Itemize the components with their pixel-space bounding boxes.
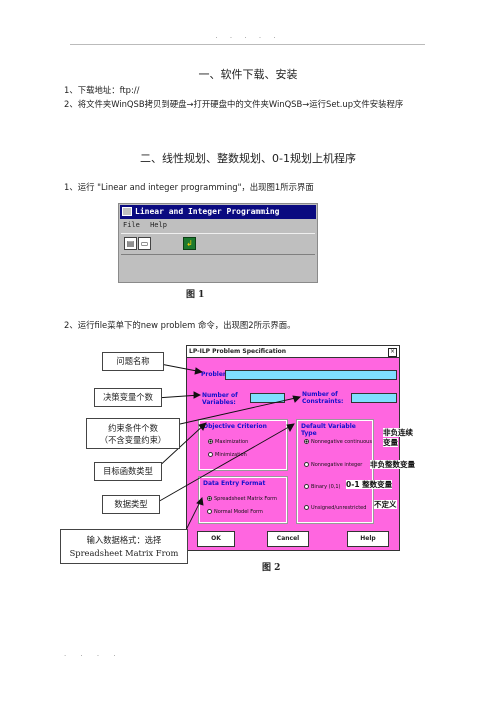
close-icon[interactable]: × [388, 348, 397, 357]
line-datatype [155, 423, 295, 504]
section2-title: 二、线性规划、整数规划、0-1规划上机程序 [140, 152, 356, 165]
problem-title-label: Problem Title: [201, 371, 249, 378]
fig1-caption: 图 1 [186, 290, 205, 300]
radio-spreadsheet[interactable]: Spreadsheet Matrix Form [207, 496, 277, 502]
page-footer-dots: · · · · [64, 652, 122, 660]
note-continuous-2: 变量 [383, 438, 398, 447]
num-vars-input[interactable] [250, 393, 285, 403]
num-vars-label-1: Number of [202, 392, 238, 399]
run-icon[interactable]: ↲ [183, 237, 196, 250]
radio-unrestricted[interactable]: Unsigned/unrestricted [304, 505, 366, 511]
num-cons-input[interactable] [351, 393, 397, 403]
vartype-title: Default Variable Type [301, 423, 356, 437]
callout-num-vars: 决策变量个数 [94, 388, 162, 407]
help-button[interactable]: Help [347, 531, 389, 547]
install-line: 2、将文件夹WinQSB拷贝到硬盘→打开硬盘中的文件夹WinQSB→运行Set.… [64, 99, 404, 109]
callout-num-cons: 约束条件个数 （不含变量约束） [86, 418, 180, 449]
line-num-vars [155, 394, 201, 399]
page-header-dots: · · · · · [215, 34, 281, 42]
cancel-button[interactable]: Cancel [267, 531, 309, 547]
app-window-icon [122, 207, 132, 216]
callout-objective-type: 目标函数类型 [94, 462, 162, 481]
callout-num-cons-line1: 约束条件个数 [108, 423, 158, 433]
num-cons-label-1: Number of [302, 391, 338, 398]
num-vars-label-2: Variables: [202, 399, 236, 406]
callout-input-format-line1: 输入数据格式：选择 [86, 535, 162, 545]
step1-text: 1、运行 "Linear and integer programming"，出现… [64, 182, 314, 192]
dialog-title: LP-ILP Problem Specification [189, 348, 287, 355]
ok-button[interactable]: OK [197, 531, 235, 547]
radio-minimization[interactable]: Minimization [208, 452, 247, 458]
radio-nonneg-continuous[interactable]: Nonnegative continuous [304, 439, 372, 445]
callout-input-format-line2: Spreadsheet Matrix From [69, 548, 179, 558]
variable-type-panel: Default Variable Type Nonnegative contin… [296, 419, 374, 524]
format-title: Data Entry Format [203, 480, 266, 487]
objective-title: Objective Criterion [203, 423, 267, 430]
line-num-cons [179, 396, 301, 425]
callout-num-cons-line2: （不含变量约束） [99, 435, 167, 445]
num-cons-label-2: Constraints: [302, 398, 344, 405]
line-objective [154, 422, 207, 471]
step2-text: 2、运行file菜单下的new problem 命令，出现图2所示界面。 [64, 320, 296, 330]
radio-maximization[interactable]: Maximization [208, 439, 248, 445]
note-continuous-1: 非负连续 [383, 428, 413, 437]
problem-title-input[interactable] [225, 370, 397, 380]
fig1-menubar: File Help [123, 221, 173, 229]
callout-problem-name: 问题名称 [102, 352, 164, 371]
note-unrestricted: 不定义 [374, 500, 397, 509]
callout-input-format: 输入数据格式：选择 Spreadsheet Matrix From [60, 529, 188, 564]
new-file-icon[interactable]: ▤ [124, 237, 137, 250]
problem-spec-dialog: LP-ILP Problem Specification × Problem T… [186, 345, 400, 551]
header-rule [70, 44, 425, 45]
download-line: 1、下载地址：ftp:// [64, 85, 140, 95]
fig1-titlebar: Linear and Integer Programming [120, 205, 316, 219]
figure1-window: Linear and Integer Programming File Help… [118, 203, 318, 283]
open-folder-icon[interactable]: ▭ [138, 237, 151, 250]
fig1-toolbar: ▤ ▭ ↲ [121, 233, 315, 255]
fig1-window-title: Linear and Integer Programming [135, 207, 280, 216]
dialog-titlebar: LP-ILP Problem Specification [187, 346, 399, 358]
note-binary: 0-1 整数变量 [346, 480, 393, 489]
fig2-caption: 图 2 [262, 563, 281, 573]
menu-file[interactable]: File [123, 221, 140, 229]
objective-panel: Objective Criterion Maximization Minimiz… [198, 419, 288, 471]
radio-normal-model[interactable]: Normal Model Form [207, 509, 263, 515]
section1-title: 一、软件下载、安装 [198, 68, 298, 81]
radio-nonneg-integer[interactable]: Nonnegative integer [304, 462, 362, 468]
radio-binary[interactable]: Binary (0,1) [304, 484, 341, 490]
menu-help[interactable]: Help [150, 221, 167, 229]
callout-data-type: 数据类型 [102, 495, 160, 514]
note-integer: 非负整数变量 [370, 460, 415, 469]
